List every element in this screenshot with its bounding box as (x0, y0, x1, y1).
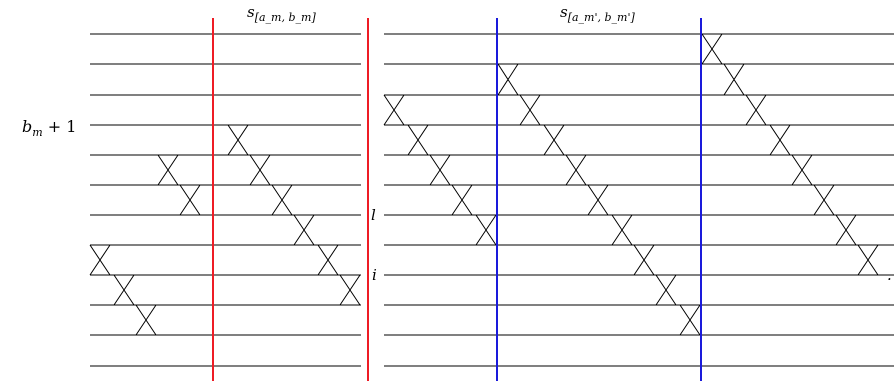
crossing (857, 244, 879, 276)
crossing (679, 304, 701, 336)
crossing (475, 214, 497, 246)
crossing (89, 244, 111, 276)
crossing (249, 154, 271, 186)
crossing (429, 154, 451, 186)
crossing (813, 184, 835, 216)
crossing (565, 154, 587, 186)
crossing (113, 274, 135, 306)
crossing (723, 63, 745, 96)
crossing (179, 184, 201, 216)
crossing (293, 214, 315, 246)
crossing (451, 184, 473, 216)
crossing (543, 124, 565, 156)
label-i: i (372, 266, 377, 284)
crossing (271, 184, 293, 216)
crossing (835, 214, 857, 246)
crossing (227, 124, 249, 156)
s-label-left: s[a_m, b_m] (247, 3, 316, 24)
crossing (611, 214, 633, 246)
row-label: bm + 1 (22, 117, 76, 139)
crossing (791, 154, 813, 186)
crossing (769, 124, 791, 156)
crossing (135, 304, 157, 336)
crossing (157, 154, 179, 186)
crossing (383, 94, 405, 126)
crossing (407, 124, 429, 156)
crossing (633, 244, 655, 276)
crossing (317, 244, 339, 276)
trailing-dot: . (887, 266, 892, 284)
crossing (519, 94, 541, 126)
crossing (587, 184, 609, 216)
left-panel-strands (90, 33, 361, 367)
crossing (655, 274, 677, 306)
s-label-right: s[a_m', b_m'] (560, 3, 635, 24)
label-l: l (371, 206, 376, 224)
crossing (339, 274, 361, 306)
right-panel-strands (384, 33, 894, 367)
crossing (701, 33, 723, 65)
crossing (497, 63, 519, 96)
right-panel-crossings (383, 33, 879, 336)
left-panel-crossings (89, 124, 361, 336)
crossing (745, 94, 767, 126)
